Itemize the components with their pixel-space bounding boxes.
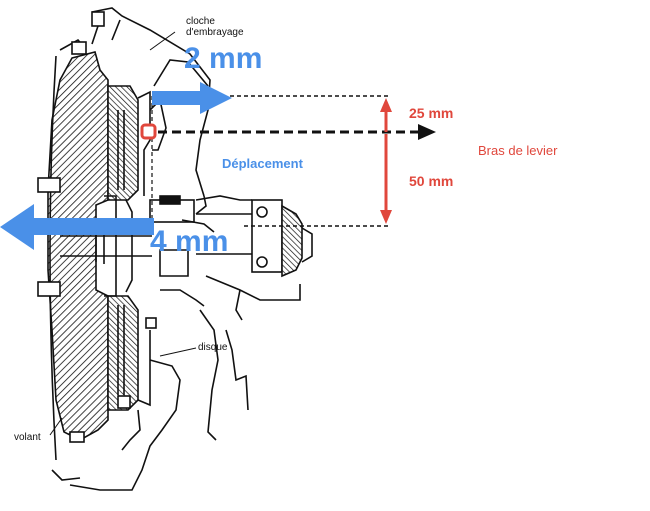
label-disque: disque <box>198 342 228 353</box>
red-arrowhead-up <box>380 98 392 112</box>
blue-arrow-left-shaft <box>32 218 154 235</box>
label-travel-4mm: 4 mm <box>150 225 229 258</box>
label-volant: volant <box>14 432 41 443</box>
pivot-marker <box>140 123 157 140</box>
pivot-arrowhead <box>418 124 436 140</box>
label-lever-25mm: 25 mm <box>409 105 454 121</box>
label-cloche-line1: cloche <box>186 16 215 27</box>
technical-drawing <box>37 7 313 491</box>
red-arrowhead-down <box>380 210 392 224</box>
label-displacement: Déplacement <box>222 156 303 171</box>
blue-arrowhead-left <box>0 204 34 250</box>
label-travel-2mm: 2 mm <box>184 42 263 75</box>
label-cloche-line2: d'embrayage <box>186 27 244 38</box>
flywheel-shape <box>47 51 109 441</box>
blue-arrow-right-shaft <box>152 91 202 105</box>
blue-arrowhead-right <box>200 82 232 114</box>
label-lever-50mm: 50 mm <box>409 173 454 189</box>
label-lever-arm: Bras de levier <box>478 143 558 158</box>
